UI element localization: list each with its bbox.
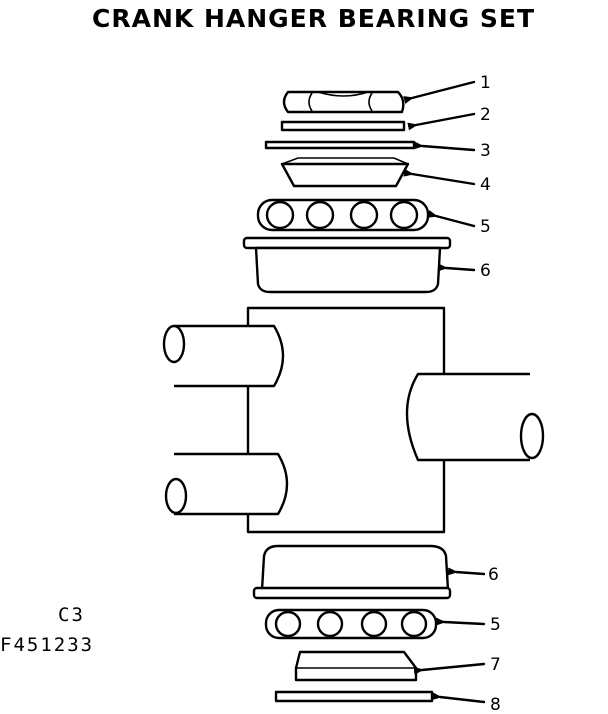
callout-leader-7	[413, 662, 486, 675]
part-5-ball-bearing-top	[256, 198, 430, 232]
callout-number-3: 3	[480, 141, 491, 161]
part-6-cup-bottom	[252, 544, 452, 600]
diagram-title: CRANK HANGER BEARING SET	[92, 4, 536, 33]
callout-leader-2	[407, 112, 476, 131]
callout-number-6-top: 6	[480, 261, 491, 281]
part-8-washer	[274, 690, 434, 703]
part-2-washer	[280, 120, 406, 132]
code-label-c3: C3	[58, 604, 85, 626]
part-7-cone	[294, 650, 418, 682]
crank-hanger-housing	[162, 306, 545, 534]
callout-leader-1	[403, 80, 476, 104]
callout-number-7: 7	[490, 655, 501, 675]
callout-leader-6-top	[437, 263, 476, 272]
callout-number-2: 2	[480, 105, 491, 125]
part-1-nut	[282, 90, 405, 114]
figure-number: F451233	[0, 634, 95, 656]
callout-number-1: 1	[480, 73, 491, 93]
callout-numbers: 1 2 3 4 5 6 6 5 7 8	[480, 73, 501, 714]
callout-leader-4	[403, 168, 476, 186]
callout-leader-8	[431, 692, 486, 704]
part-3-lock-washer	[264, 140, 416, 150]
callout-number-8: 8	[490, 695, 501, 714]
callout-leaders	[403, 80, 486, 704]
callout-number-5-top: 5	[480, 217, 491, 237]
callout-number-6-bottom: 6	[488, 565, 499, 585]
callout-leader-6-bottom	[447, 567, 486, 576]
callout-leader-5-bottom	[435, 617, 486, 626]
part-6-cup-top	[242, 236, 452, 294]
callout-leader-3	[413, 141, 476, 152]
part-5-ball-bearing-bottom	[264, 608, 438, 640]
part-4-cone	[280, 157, 410, 188]
callout-number-5-bottom: 5	[490, 615, 501, 635]
callout-leader-5-top	[427, 210, 476, 228]
callout-number-4: 4	[480, 175, 491, 195]
